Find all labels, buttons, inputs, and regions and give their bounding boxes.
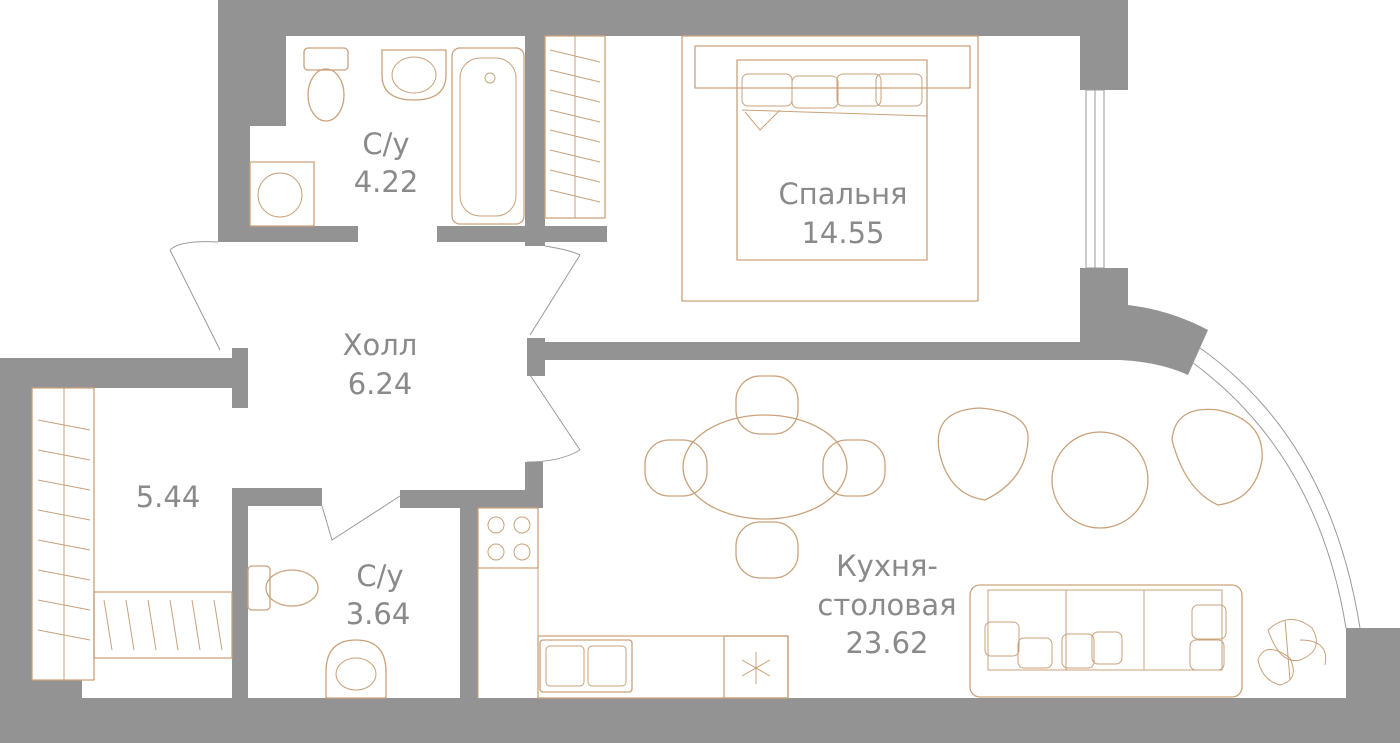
stove — [477, 507, 539, 569]
wall — [1080, 268, 1128, 348]
cushion — [1091, 631, 1123, 665]
chair — [822, 439, 886, 497]
wall — [232, 488, 322, 506]
pillow — [875, 73, 923, 107]
wall — [0, 358, 32, 743]
chair — [735, 521, 799, 579]
toilet — [307, 68, 345, 122]
wall — [525, 462, 543, 508]
plant — [1257, 619, 1327, 686]
room-area-bedroom: 14.55 — [801, 216, 884, 250]
countertop — [537, 635, 789, 699]
wall — [460, 490, 478, 718]
wardrobe — [31, 387, 95, 681]
wall — [250, 36, 286, 126]
armchair — [937, 407, 1029, 501]
door — [321, 495, 401, 541]
cushion — [1191, 604, 1227, 640]
rug — [681, 35, 979, 302]
chair — [735, 375, 799, 435]
cushion — [1189, 639, 1225, 671]
furniture — [31, 35, 1327, 699]
pillow — [791, 75, 839, 109]
wall — [1080, 0, 1128, 90]
cushion — [1017, 637, 1053, 669]
door — [169, 241, 221, 351]
room-area-wardrobe: 5.44 — [136, 480, 201, 514]
window — [1191, 361, 1347, 629]
cushion — [1061, 633, 1095, 669]
room-area-bathroom-1: 4.22 — [354, 165, 419, 199]
wall — [218, 0, 1128, 36]
bathtub — [451, 47, 525, 225]
armchair — [1171, 408, 1263, 506]
washbasin — [325, 639, 387, 699]
room-name-bathroom-1: С/у — [362, 127, 409, 161]
room-name-kitchen-line1: Кухня- — [836, 549, 938, 583]
doors — [169, 241, 581, 541]
room-name-hall: Холл — [343, 328, 418, 362]
wall — [527, 342, 1127, 360]
toilet — [247, 565, 271, 611]
wall — [527, 338, 545, 376]
headboard — [694, 45, 971, 89]
wall — [437, 226, 607, 242]
sink — [539, 639, 633, 693]
wall — [218, 226, 358, 242]
wardrobe — [93, 591, 233, 659]
room-labels: С/у 4.22 Спальня 14.55 Холл 6.24 5.44 С/… — [136, 127, 957, 660]
room-name-bedroom: Спальня — [778, 177, 907, 211]
room-area-kitchen: 23.62 — [845, 626, 928, 660]
room-area-bathroom-2: 3.64 — [346, 597, 411, 631]
washing-machine — [249, 161, 315, 227]
room-area-hall: 6.24 — [348, 367, 413, 401]
wall — [218, 0, 250, 242]
dining-table — [682, 414, 848, 520]
bed — [736, 59, 928, 261]
snowflake-icon — [741, 652, 771, 684]
room-name-bathroom-2: С/у — [356, 559, 403, 593]
door — [526, 374, 581, 463]
pillow — [836, 73, 882, 107]
wall — [0, 698, 1400, 743]
toilet — [303, 47, 349, 71]
wall — [525, 36, 545, 246]
sofa — [969, 584, 1243, 698]
washbasin — [381, 49, 447, 101]
wall — [232, 348, 248, 408]
pillow — [741, 73, 793, 107]
window — [1199, 347, 1361, 629]
coffee-table — [1051, 431, 1149, 529]
windows — [1085, 89, 1361, 629]
wall — [0, 358, 248, 388]
toilet — [265, 569, 319, 607]
fridge — [723, 635, 789, 699]
door — [529, 245, 581, 336]
wall — [1346, 628, 1400, 743]
wall — [232, 488, 248, 718]
room-name-kitchen-line2: столовая — [817, 588, 956, 622]
cushion — [984, 621, 1020, 657]
chair — [644, 439, 708, 497]
